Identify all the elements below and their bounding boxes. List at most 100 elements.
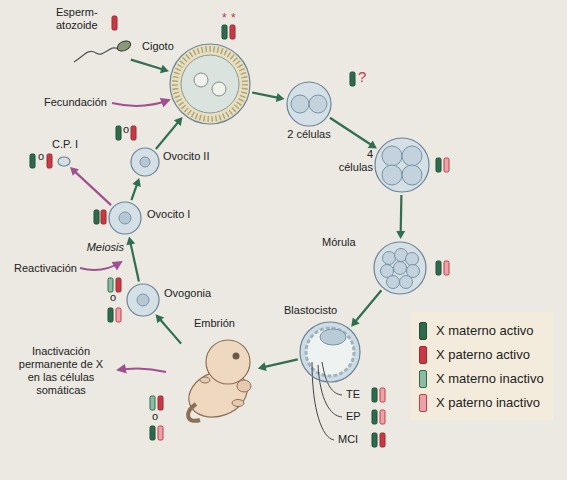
x-maternal-active (108, 308, 113, 322)
arrow-head (368, 140, 377, 148)
legend-row: X materno inactivo (419, 366, 544, 390)
blastomere (387, 276, 400, 289)
cell-membrane (375, 138, 429, 192)
four-cell-stage: 4 células (375, 138, 429, 192)
x-maternal-active (94, 210, 99, 224)
arrow-head (351, 318, 360, 327)
x-maternal-inactive (108, 278, 113, 292)
legend-text: X paterno inactivo (436, 395, 540, 410)
nucleus (119, 212, 131, 224)
morula-stage: Mórula (374, 242, 426, 294)
edge-line (252, 93, 278, 98)
cell-body (287, 82, 331, 126)
cell-label: Ovocito II (163, 150, 209, 163)
x-paternal-inactive (444, 158, 449, 172)
marker-star: * (222, 11, 227, 26)
legend-swatch (419, 394, 427, 412)
x-maternal-active (436, 158, 441, 172)
zygote-cell: Cigoto (170, 44, 250, 124)
x-paternal-active (116, 278, 121, 292)
x-paternal-active (230, 25, 235, 39)
legend-text: X materno activo (436, 323, 534, 338)
two-cell-drawing (287, 82, 331, 126)
x-maternal-active (150, 426, 155, 440)
edge-line (264, 359, 298, 367)
edge-line (156, 122, 179, 149)
blastomere (400, 276, 413, 289)
blastocyst-drawing (300, 322, 360, 382)
arrow-head (126, 237, 135, 246)
sperm-head (116, 39, 132, 53)
cell-membrane (127, 284, 159, 316)
reactivation-arrow (80, 262, 121, 270)
alternative-mark: o (123, 123, 129, 136)
cell-body (374, 242, 426, 294)
cell-membrane (170, 44, 250, 124)
x-maternal-inactive (150, 396, 155, 410)
blastomere (402, 165, 422, 185)
process-arrows (80, 100, 169, 372)
cell-outline (109, 202, 141, 234)
cell-outline (300, 322, 360, 382)
cell-membrane (58, 157, 70, 166)
legend-text: X materno inactivo (436, 371, 544, 386)
edge-line (130, 242, 139, 281)
x-maternal-active (350, 72, 355, 86)
x-paternal-active (47, 154, 52, 168)
pronucleus (212, 82, 226, 96)
legend-row: X materno activo (419, 318, 544, 342)
part-name: EP (346, 410, 361, 423)
legend-row: X paterno activo (419, 342, 544, 366)
cell-outline (131, 148, 159, 176)
embryo-head (206, 340, 250, 384)
process-note: Fecundación (44, 96, 107, 109)
legend-swatch (419, 322, 427, 340)
arrow-head (174, 117, 183, 126)
fertilization-arrow (112, 100, 169, 106)
limb-bud (200, 377, 210, 383)
cell-membrane (109, 202, 141, 234)
oogonium-cell: Ovogonia (127, 284, 159, 316)
part-name: MCI (338, 433, 358, 446)
leader-lines (312, 362, 342, 440)
edge-line (159, 319, 181, 344)
alternative-mark: o (152, 410, 158, 423)
polar-body-cell: C.P. I (58, 157, 70, 166)
cell-label: Blastocisto (284, 304, 337, 317)
blastocoel (306, 328, 354, 376)
arrow-head (396, 231, 405, 239)
x-paternal-inactive (158, 426, 163, 440)
alternative-mark: o (38, 150, 44, 163)
arrow-head (132, 178, 140, 187)
cell-membrane (300, 322, 360, 382)
x-paternal-active (158, 396, 163, 410)
x-paternal-active (380, 433, 385, 447)
trophectoderm (300, 322, 360, 382)
edge-line (74, 171, 111, 205)
blastomere (406, 253, 419, 266)
edge-line (400, 195, 403, 233)
morula-drawing (374, 242, 426, 294)
heart-bulge (237, 380, 251, 392)
edge-arrow (156, 117, 183, 149)
edge-arrow (258, 359, 298, 371)
cell-label: Esperm- atozoide (56, 6, 108, 32)
polar-body (58, 157, 70, 166)
legend-text: X paterno activo (436, 347, 530, 362)
zygote-drawing (170, 44, 250, 124)
x-maternal-active (116, 126, 121, 140)
edge-arrow (396, 195, 405, 239)
embryo-tail (188, 404, 200, 421)
embryo-stage: Embrión (168, 335, 256, 423)
sperm-drawing (74, 39, 132, 62)
blastomere (291, 95, 309, 113)
arrow-head (155, 314, 164, 323)
cell-label: 4 células (335, 148, 373, 174)
cell-label: Embrión (194, 317, 235, 330)
edge-line (131, 60, 163, 70)
blastocyst-stage: Blastocisto (300, 322, 360, 382)
arrow-head (160, 65, 169, 74)
x-maternal-active (222, 25, 227, 39)
x-maternal-active (372, 410, 377, 424)
x-paternal-inactive (116, 308, 121, 322)
